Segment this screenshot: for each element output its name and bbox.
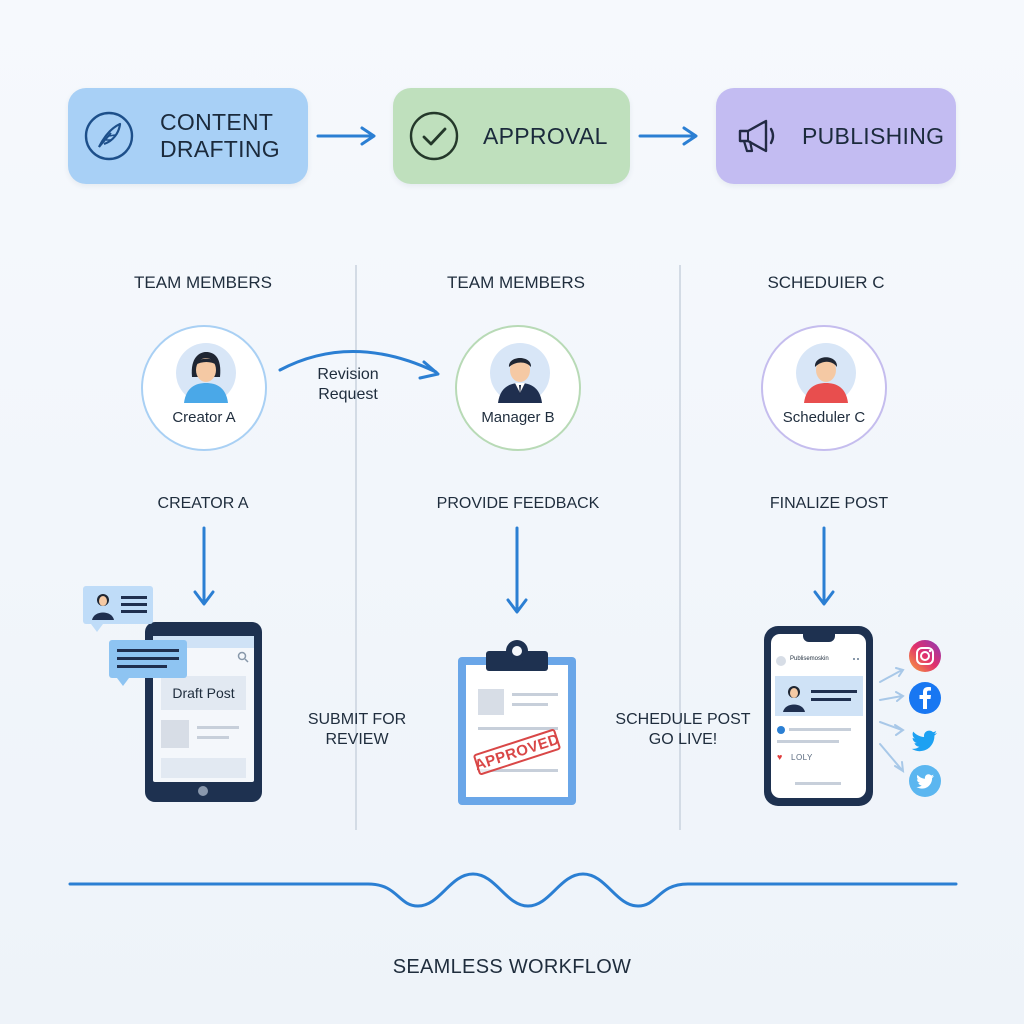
post-image — [775, 676, 863, 716]
column-heading: TEAM MEMBERS — [447, 273, 585, 292]
arrow-right-icon — [638, 126, 698, 146]
checkmark-icon — [409, 111, 459, 161]
account-name: Publisemoskin — [790, 656, 829, 662]
clipboard-clip-ring — [506, 640, 528, 662]
content-block — [161, 758, 246, 778]
arrow-right-icon — [316, 126, 376, 146]
facebook-icon — [909, 682, 941, 714]
draft-post-label: Draft Post — [161, 676, 246, 710]
heart-icon: ♥ — [777, 752, 783, 762]
user-icon — [92, 594, 114, 620]
column-heading: SCHEDUIER C — [767, 273, 885, 292]
user-icon — [783, 686, 805, 712]
home-button — [198, 786, 208, 796]
avatar — [490, 343, 550, 403]
more-icon — [853, 658, 859, 666]
person-manager-b: Manager B — [455, 325, 581, 451]
tablet-screen: Draft Post — [153, 636, 254, 782]
search-icon — [237, 651, 249, 663]
footer-title: SEAMLESS WORKFLOW — [392, 956, 632, 978]
revision-request-label: Revision Request — [317, 366, 379, 403]
action-label: PROVIDE FEEDBACK — [436, 495, 600, 512]
arrow-down-icon — [506, 526, 528, 614]
arrow-down-icon — [193, 526, 215, 606]
workflow-wave-line — [68, 872, 958, 908]
megaphone-icon — [738, 119, 775, 153]
reaction-label: LOLY — [791, 753, 813, 762]
column-divider — [679, 265, 681, 830]
stage-publishing: PUBLISHING — [716, 88, 956, 184]
avatar — [776, 656, 786, 666]
schedule-post-label: SCHEDULE POST GO LIVE! — [615, 711, 751, 748]
stage-label: CONTENT DRAFTING — [160, 109, 280, 162]
action-label: FINALIZE POST — [769, 495, 889, 512]
smartphone: Publisemoskin ♥ LOLY — [764, 626, 873, 806]
person-name: Scheduler C — [782, 409, 866, 426]
avatar — [176, 343, 236, 403]
stage-approval: APPROVAL — [393, 88, 630, 184]
stage-label: APPROVAL — [483, 122, 608, 149]
curved-arrow-icon — [278, 350, 440, 380]
submit-for-review-label: SUBMIT FOR REVIEW — [307, 711, 407, 748]
tablet: Draft Post — [145, 622, 262, 802]
twitter-icon — [911, 730, 937, 752]
column-heading: TEAM MEMBERS — [134, 273, 272, 292]
share-arrows — [879, 667, 905, 773]
person-scheduler-c: Scheduler C — [761, 325, 887, 451]
stage-content-drafting: CONTENT DRAFTING — [68, 88, 308, 184]
action-label: CREATOR A — [157, 495, 249, 512]
column-divider — [355, 265, 357, 830]
clipboard-paper: APPROVED — [466, 665, 568, 797]
twitter-icon — [909, 765, 941, 797]
text-line — [197, 736, 229, 739]
avatar — [796, 343, 856, 403]
image-placeholder — [161, 720, 189, 748]
phone-notch — [803, 634, 835, 642]
person-name: Creator A — [172, 409, 236, 426]
clipboard: APPROVED — [458, 657, 576, 805]
phone-screen: Publisemoskin ♥ LOLY — [771, 634, 866, 798]
feather-pen-icon — [84, 111, 134, 161]
person-name: Manager B — [481, 409, 555, 426]
arrow-down-icon — [813, 526, 835, 606]
chat-bubble — [109, 640, 187, 686]
chat-bubble — [83, 586, 153, 632]
instagram-icon — [909, 640, 941, 672]
text-line — [197, 726, 239, 729]
person-creator-a: Creator A — [141, 325, 267, 451]
stage-label: PUBLISHING — [802, 122, 945, 149]
